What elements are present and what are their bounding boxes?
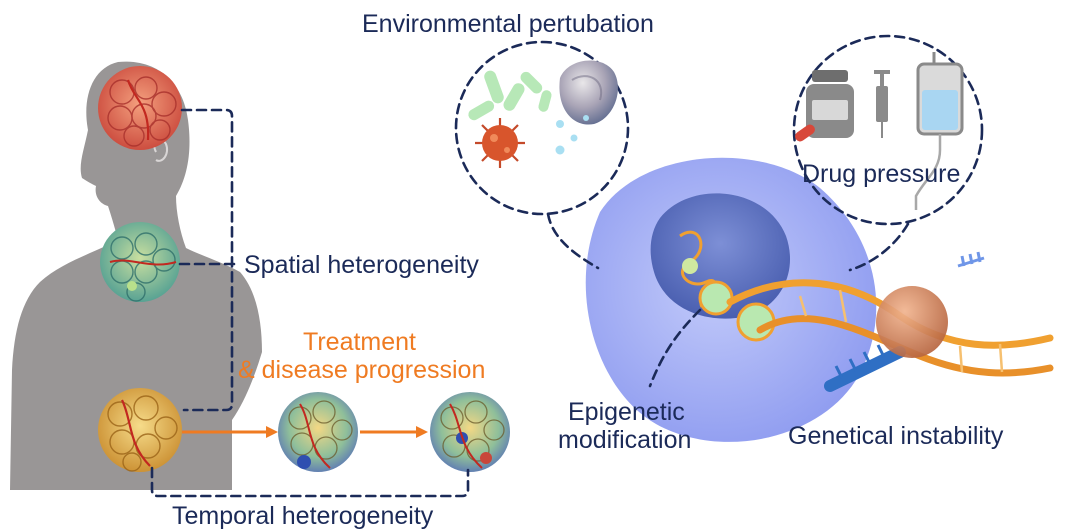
treatment-label: Treatment xyxy=(303,328,416,356)
tumor-stage-2 xyxy=(278,392,358,472)
disease-progression-label: & disease progression xyxy=(238,356,485,384)
dna-helix-icon xyxy=(726,251,1054,392)
temporal-label: Temporal heterogeneity xyxy=(172,502,434,530)
droplets xyxy=(555,115,589,155)
tumor-stage-3 xyxy=(430,392,510,472)
spatial-connector xyxy=(180,108,234,412)
epigenetic-label: Epigenetic xyxy=(568,398,685,426)
epigenetic-connector xyxy=(648,308,702,388)
genetical-instability-label: Genetical instability xyxy=(788,422,1004,450)
rock-particle-icon xyxy=(559,60,618,125)
environmental-connector xyxy=(546,212,600,270)
pill-icon xyxy=(795,124,815,142)
pill-bottle-icon xyxy=(806,70,854,138)
drug-connector xyxy=(848,222,910,272)
temporal-connector xyxy=(150,466,470,498)
environmental-label: Environmental pertubation xyxy=(362,10,654,38)
iv-bag-icon xyxy=(914,52,964,210)
bacteria-icon xyxy=(468,70,552,121)
histone-icon xyxy=(876,286,948,358)
lung-tumor xyxy=(100,222,180,302)
modification-label: modification xyxy=(558,426,691,454)
brain-tumor xyxy=(98,66,182,150)
tumor-stage-1 xyxy=(98,388,182,472)
virus-icon xyxy=(475,118,525,168)
drug-pressure-circle xyxy=(792,34,984,226)
progression-arrows xyxy=(182,426,428,438)
syringe-icon xyxy=(874,70,890,138)
drug-pressure-label: Drug pressure xyxy=(802,160,960,188)
spatial-label: Spatial heterogeneity xyxy=(244,251,479,279)
dna-fragment-icon xyxy=(957,251,985,268)
environmental-circle xyxy=(454,40,630,216)
